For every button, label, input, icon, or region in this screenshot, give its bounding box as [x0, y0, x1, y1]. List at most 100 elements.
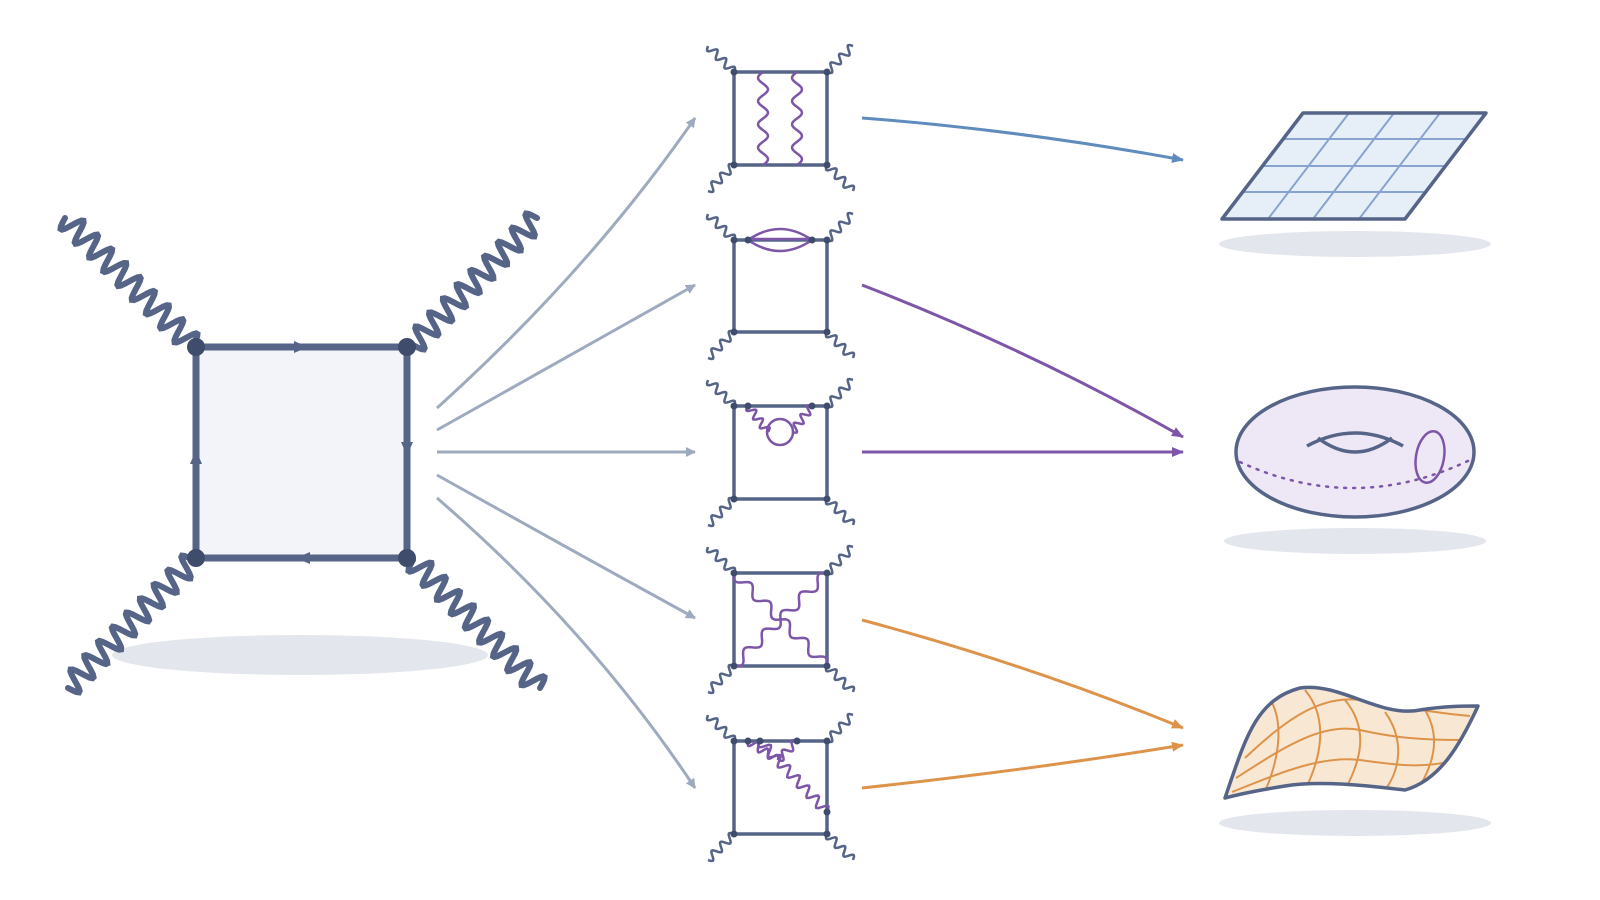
diagram-2-bubble-arc-bottom: [747, 238, 813, 253]
diagram-2-bubble-arc-top: [747, 227, 813, 242]
diagram-1-rung-2: [790, 71, 804, 166]
diagram-2-vertex: [808, 236, 816, 244]
diagram-3-vertex: [823, 495, 831, 503]
diagram-5-vertex: [823, 808, 831, 816]
torus-surface-icon: [1224, 385, 1486, 554]
flow-arrow-bottom: [296, 552, 310, 564]
torus-hole-upper: [1306, 431, 1404, 448]
diagram-1-rung-1: [756, 71, 770, 166]
loop-box: [192, 343, 411, 562]
torus-shadow: [1224, 528, 1486, 554]
plane-outline: [1220, 111, 1488, 221]
arrow-to-diagram-1: [435, 117, 697, 410]
arrow-diagram-4-to-surface: [861, 618, 1184, 730]
diagram-2-bubble: [705, 211, 856, 361]
diagram-1-box: [732, 70, 829, 167]
flow-arrow-left: [190, 450, 202, 464]
curved-surface-icon: [1219, 685, 1491, 836]
diagram-4-vertex: [823, 662, 831, 670]
diagram-4-leg-tl: [705, 546, 737, 574]
plane-shadow: [1219, 231, 1491, 257]
diagram-3-vertex: [730, 495, 738, 503]
arrow-diagram-5-to-surface: [861, 741, 1184, 790]
external-wavy-line-bottom-right: [405, 557, 548, 691]
diagram-5-vertex: [823, 737, 831, 745]
diagram-1-vertex: [730, 68, 738, 76]
diagram-3-loop: [765, 417, 795, 447]
diagram-4-leg-tr: [826, 544, 854, 576]
flow-arrow-right: [401, 442, 413, 456]
diagram-5-leg-tr: [826, 712, 854, 744]
vertex-top-left: [187, 338, 205, 356]
diagram-3-box: [732, 404, 829, 501]
diagram-4-cross-line-2: [733, 571, 828, 668]
diagram-5-diagonal: [705, 712, 856, 863]
diagram-4-leg-br: [824, 665, 856, 693]
diagram-2-leg-tr: [826, 211, 854, 243]
diagram-2-vertex: [730, 236, 738, 244]
diagram-3-self-energy: [705, 377, 856, 528]
diagram-4-crossed: [705, 544, 856, 695]
diagram-1-vertex: [823, 161, 831, 169]
mapping-arrows: [861, 116, 1184, 790]
diagram-3-photon-left: [745, 405, 771, 433]
diagram-1-vertex: [730, 161, 738, 169]
flow-arrow-top: [294, 341, 308, 353]
diagram-3-leg-tl: [705, 379, 737, 407]
diagram-4-leg-bl: [707, 663, 735, 695]
diagram-2-vertex: [730, 328, 738, 336]
diagram-2-vertex: [744, 236, 752, 244]
arrow-to-diagram-5: [436, 496, 697, 789]
diagram-2-leg-tl: [705, 213, 737, 241]
arrow-to-diagram-2: [436, 283, 696, 432]
arrow-to-diagram-4: [436, 473, 696, 620]
diagram-5-leg-bl: [707, 831, 735, 863]
torus-meridian-dotted: [1238, 458, 1472, 490]
fan-out-arrows: [435, 117, 697, 789]
diagram-3-photon-right: [791, 404, 813, 434]
diagram-5-box: [732, 739, 829, 836]
diagram-4-vertex: [730, 569, 738, 577]
diagram-5-leg-tl: [705, 714, 737, 742]
diagram-1-leg-tl: [705, 45, 737, 73]
arrow-diagram-1-to-plane: [861, 116, 1184, 163]
diagram-5-vertex: [756, 737, 764, 745]
diagram-5-photon-arc: [777, 738, 798, 763]
diagram-5-vertex: [730, 737, 738, 745]
diagram-3-leg-bl: [707, 496, 735, 528]
torus-cycle-loop: [1414, 430, 1446, 484]
surface-shadow: [1219, 810, 1491, 836]
flat-plane-grid-icon: [1219, 111, 1491, 257]
diagram-1-leg-bl: [707, 162, 735, 194]
external-wavy-line-bottom-left: [65, 552, 196, 696]
diagram-3-leg-br: [824, 498, 856, 526]
diagram-5-vertex: [744, 737, 752, 745]
source-box-diagram: [57, 210, 548, 696]
diagram-1-vertex: [823, 68, 831, 76]
diagram-4-vertex: [730, 662, 738, 670]
diagram-5-vertex: [793, 737, 801, 745]
diagram-1-ladder: [705, 43, 856, 194]
diagram-3-vertex: [823, 402, 831, 410]
vertex-bottom-right: [398, 549, 416, 567]
diagram-1-leg-br: [824, 164, 856, 192]
diagram-1-leg-tr: [826, 43, 854, 75]
plane-grid: [1242, 112, 1466, 220]
vertex-bottom-left: [187, 549, 205, 567]
surface-outline: [1223, 685, 1480, 800]
diagram-2-box: [732, 238, 829, 334]
diagram-2-vertex: [823, 328, 831, 336]
diagram-5-photon-long: [757, 740, 830, 813]
diagram-4-vertex: [823, 569, 831, 577]
diagram-2-leg-bl: [707, 329, 735, 361]
diagram-3-vertex: [744, 402, 752, 410]
external-wavy-line-top-left: [57, 215, 201, 348]
diagram-2-vertex: [823, 236, 831, 244]
diagram-5-leg-br: [824, 833, 856, 861]
external-wavy-line-top-right: [410, 210, 540, 353]
source-shadow: [112, 635, 488, 675]
surface-grid: [1231, 689, 1471, 798]
diagram-5-vertex: [823, 830, 831, 838]
diagram-3-leg-tr: [826, 377, 854, 409]
